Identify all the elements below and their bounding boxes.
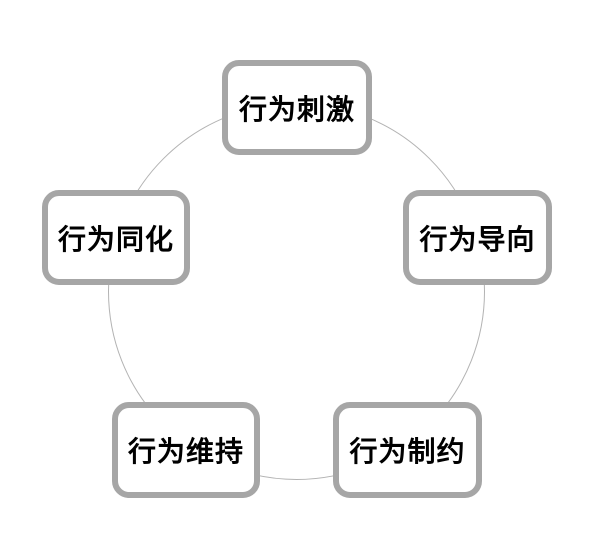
node-label: 行为维持 bbox=[127, 437, 244, 468]
node-behavior-maintenance: 行为维持 bbox=[112, 402, 260, 498]
node-label: 行为同化 bbox=[57, 224, 174, 256]
node-behavior-assimilation: 行为同化 bbox=[42, 190, 190, 285]
node-behavior-constraint: 行为制约 bbox=[333, 402, 482, 498]
node-label: 行为刺激 bbox=[238, 94, 355, 126]
node-label: 行为制约 bbox=[349, 437, 466, 468]
node-label: 行为导向 bbox=[419, 224, 536, 256]
node-behavior-stimulation: 行为刺激 bbox=[222, 60, 372, 155]
node-behavior-orientation: 行为导向 bbox=[403, 190, 552, 285]
